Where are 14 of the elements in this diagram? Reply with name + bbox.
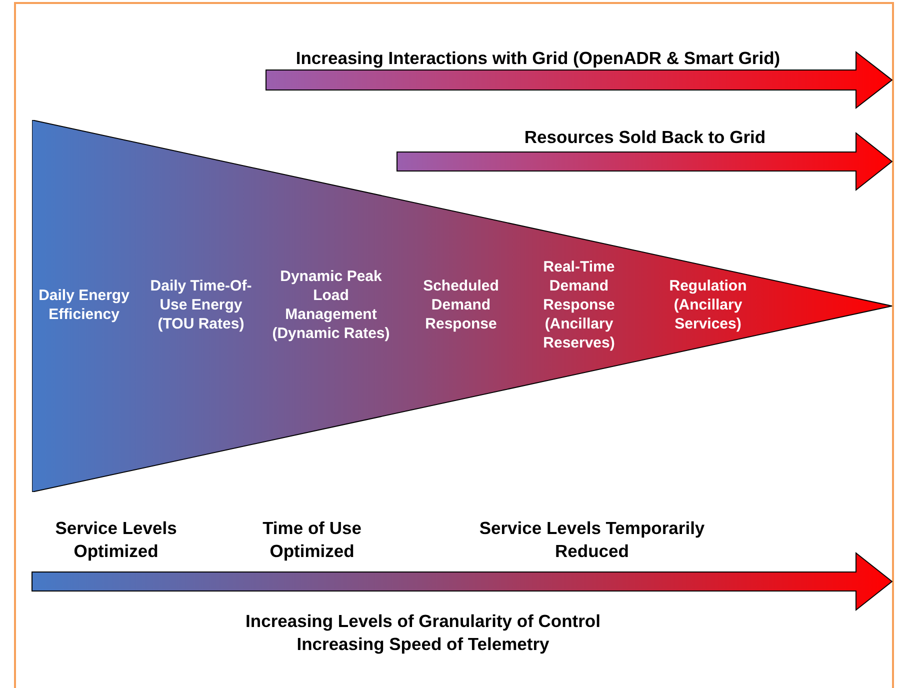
axis-caption: Resources Sold Back to Grid bbox=[524, 126, 766, 149]
axis-caption: Time of Use Optimized bbox=[262, 517, 362, 562]
axis-caption: Service Levels Optimized bbox=[54, 517, 178, 562]
stage-label: Scheduled Demand Response bbox=[422, 276, 500, 334]
stage-label: Dynamic Peak Load Management (Dynamic Rates) bbox=[271, 267, 391, 343]
stage-label: Daily Time-Of-Use Energy (TOU Rates) bbox=[149, 276, 253, 334]
axis-caption: Service Levels Temporarily Reduced bbox=[478, 517, 706, 562]
stage-label: Regulation (Ancillary Services) bbox=[668, 276, 748, 334]
axis-caption: Increasing Interactions with Grid (OpenADR & Smart Grid) bbox=[296, 47, 780, 70]
axis-caption: Increasing Levels of Granularity of Control bbox=[246, 610, 600, 633]
stage-label: Daily Energy Efficiency bbox=[38, 286, 130, 324]
stage-label: Real-Time Demand Response (Ancillary Reserves) bbox=[542, 258, 616, 352]
axis-caption: Increasing Speed of Telemetry bbox=[296, 633, 550, 656]
gradient-wedge bbox=[32, 120, 894, 492]
